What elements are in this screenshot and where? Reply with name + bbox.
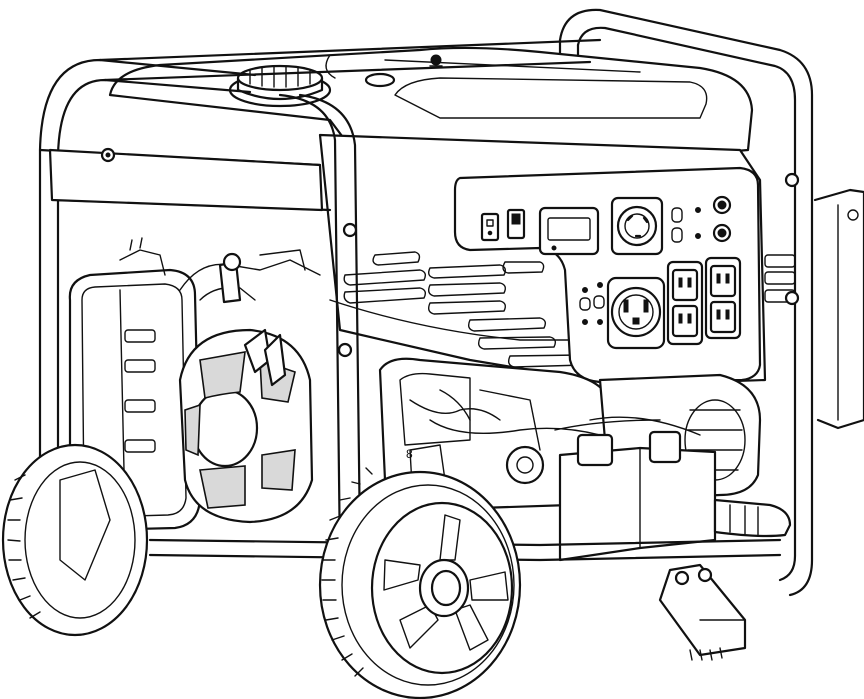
recoil-starter	[178, 328, 314, 524]
wiring	[409, 399, 601, 436]
duplex-outlet-2	[704, 256, 742, 340]
rear-wheel	[1, 443, 149, 637]
duplex-outlet-1	[666, 260, 704, 346]
battery	[554, 416, 717, 562]
front-frame	[38, 38, 602, 562]
fuel-gauge	[364, 54, 443, 88]
control-panel	[453, 166, 762, 384]
idle-switch	[480, 212, 500, 242]
right-foot	[713, 498, 792, 538]
twist-lock-outlet	[610, 196, 664, 256]
front-feet	[658, 563, 747, 661]
side-handle	[813, 188, 864, 430]
svg-text:8: 8	[406, 447, 413, 461]
carburetor	[119, 237, 321, 304]
50a-outlet	[606, 276, 666, 350]
hour-meter-display	[538, 206, 600, 256]
left-crossbar	[48, 147, 324, 212]
side-vents	[764, 172, 800, 306]
base-rail	[148, 538, 782, 562]
rear-frame	[558, 8, 814, 597]
lower-breakers	[579, 282, 605, 325]
front-wheel	[318, 467, 522, 699]
circuit-breakers	[671, 195, 732, 243]
